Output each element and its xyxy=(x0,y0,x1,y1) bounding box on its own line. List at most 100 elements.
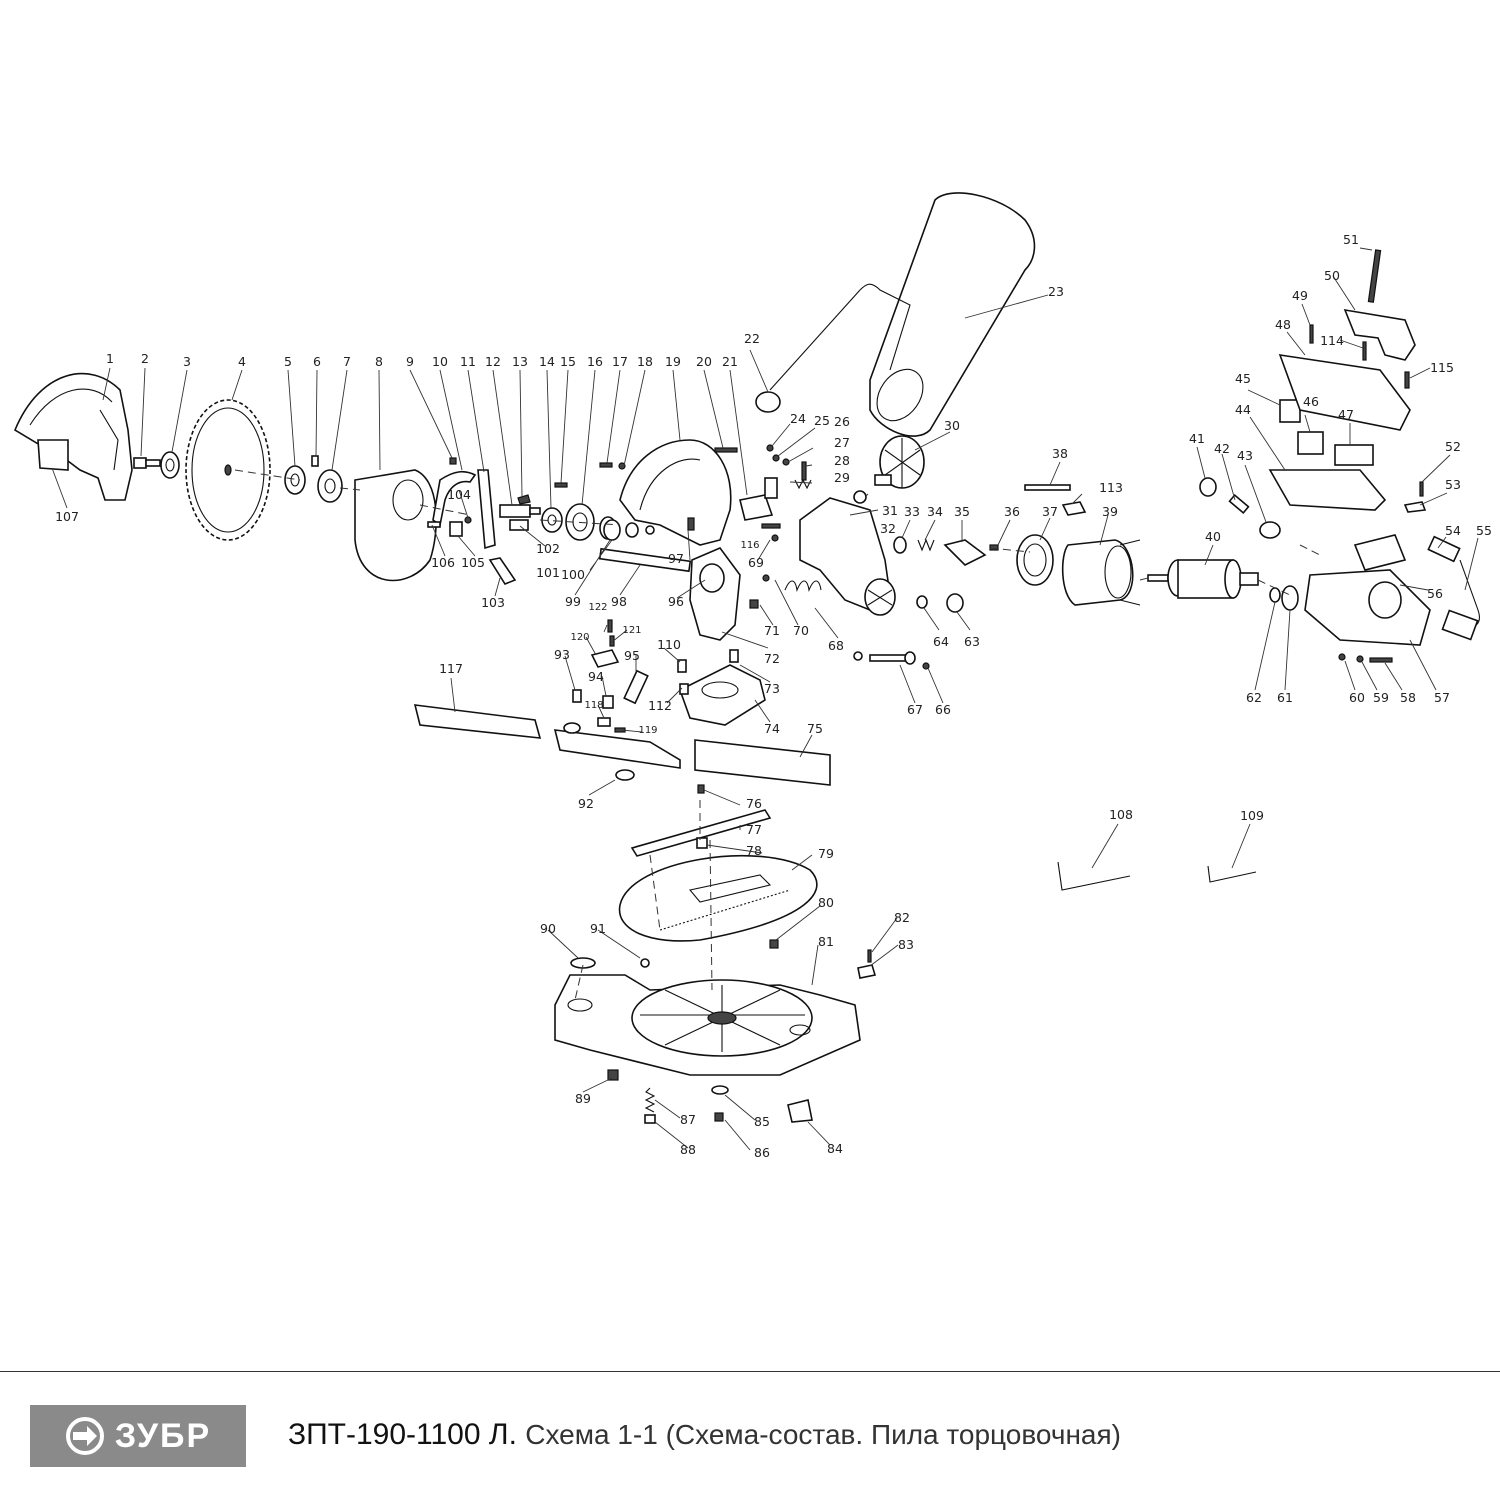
callout-27: 27 xyxy=(834,435,850,450)
callout-50: 50 xyxy=(1324,268,1340,283)
screw xyxy=(696,837,708,849)
pin xyxy=(1362,341,1367,361)
callout-26: 26 xyxy=(834,414,850,429)
callout-44: 44 xyxy=(1235,402,1251,417)
callout-41: 41 xyxy=(1189,431,1205,446)
brush-clip xyxy=(1061,501,1087,516)
fence-center xyxy=(553,729,681,769)
inner-flange xyxy=(284,465,306,495)
washer xyxy=(916,595,928,609)
callout-96: 96 xyxy=(668,594,684,609)
callout-47: 47 xyxy=(1338,407,1354,422)
spring xyxy=(609,635,615,647)
clip xyxy=(1403,501,1427,513)
nut xyxy=(714,1112,724,1122)
handle-grip xyxy=(1343,308,1416,361)
screw xyxy=(1367,249,1382,303)
fence-right xyxy=(694,739,831,786)
callout-106: 106 xyxy=(431,555,455,570)
callout-49: 49 xyxy=(1292,288,1308,303)
callout-43: 43 xyxy=(1237,448,1253,463)
callout-42: 42 xyxy=(1214,441,1230,456)
callout-117: 117 xyxy=(439,661,463,676)
callout-29: 29 xyxy=(834,470,850,485)
callout-56: 56 xyxy=(1427,586,1443,601)
carbon-brush xyxy=(1228,494,1250,514)
callout-85: 85 xyxy=(754,1114,770,1129)
clamp-knob xyxy=(590,649,620,668)
callout-33: 33 xyxy=(904,504,920,519)
washer xyxy=(618,462,626,470)
exploded-parts-diagram: 1 2 3 4 5 6 7 8 9 10 11 12 13 14 15 16 1… xyxy=(13,192,1492,1160)
handle-lower-shell xyxy=(1268,469,1387,511)
link-lever xyxy=(488,557,517,585)
motor-ring xyxy=(1016,534,1054,586)
callout-103: 103 xyxy=(481,595,505,610)
callout-5: 5 xyxy=(284,354,292,369)
callout-113: 113 xyxy=(1099,480,1123,495)
link-bar xyxy=(477,469,496,550)
callout-104: 104 xyxy=(447,487,471,502)
washer xyxy=(645,525,655,535)
callout-84: 84 xyxy=(827,1141,843,1156)
screw xyxy=(607,619,613,633)
callout-46: 46 xyxy=(1303,394,1319,409)
callout-25: 25 xyxy=(814,413,830,428)
screw xyxy=(1404,371,1410,389)
callout-108: 108 xyxy=(1109,807,1133,822)
screw xyxy=(989,544,999,551)
callout-71: 71 xyxy=(764,623,780,638)
callout-36: 36 xyxy=(1004,504,1020,519)
callout-120: 120 xyxy=(570,632,589,643)
callout-labels: 1 2 3 4 5 6 7 8 9 10 11 12 13 14 15 16 1… xyxy=(55,232,1492,1160)
washer xyxy=(782,458,790,466)
guard-lever xyxy=(432,470,477,527)
arm-base xyxy=(679,664,766,726)
spring xyxy=(794,478,812,490)
callout-99: 99 xyxy=(565,594,581,609)
callout-66: 66 xyxy=(935,702,951,717)
pivot-bolt xyxy=(869,654,911,662)
capacitor xyxy=(1334,444,1374,466)
screw xyxy=(554,482,568,488)
power-cord xyxy=(1441,559,1480,641)
saw-blade xyxy=(185,399,271,541)
callout-52: 52 xyxy=(1445,439,1461,454)
footer-divider xyxy=(0,1371,1500,1372)
callout-40: 40 xyxy=(1205,529,1221,544)
callout-74: 74 xyxy=(764,721,780,736)
washer xyxy=(772,454,780,462)
callout-57: 57 xyxy=(1434,690,1450,705)
callout-94: 94 xyxy=(588,669,604,684)
spring xyxy=(917,538,935,552)
callout-9: 9 xyxy=(406,354,414,369)
motor-fan xyxy=(874,435,925,489)
callout-119: 119 xyxy=(638,725,657,736)
arbor-shaft xyxy=(499,504,541,518)
callout-24: 24 xyxy=(790,411,806,426)
guard-label-plate xyxy=(37,439,69,471)
callout-75: 75 xyxy=(807,721,823,736)
callout-81: 81 xyxy=(818,934,834,949)
callout-91: 91 xyxy=(590,921,606,936)
screw xyxy=(602,695,614,709)
brand-name: ЗУБР xyxy=(114,1416,212,1455)
screw xyxy=(597,717,611,727)
callout-32: 32 xyxy=(880,521,896,536)
stator xyxy=(1061,539,1141,606)
callout-70: 70 xyxy=(793,623,809,638)
washer xyxy=(1269,587,1281,603)
callout-86: 86 xyxy=(754,1145,770,1160)
callout-80: 80 xyxy=(818,895,834,910)
page-title: ЗПТ-190-1100 Л. Схема 1-1 (Схема-состав.… xyxy=(288,1418,1121,1452)
assembly-line xyxy=(234,469,1321,1001)
callout-90: 90 xyxy=(540,921,556,936)
screw xyxy=(679,683,689,695)
fence-left xyxy=(413,704,542,739)
hex-key-large xyxy=(1057,861,1131,891)
callout-62: 62 xyxy=(1246,690,1262,705)
washer xyxy=(615,769,635,781)
callout-6: 6 xyxy=(313,354,321,369)
screw xyxy=(766,444,774,452)
bearing xyxy=(1281,585,1299,611)
